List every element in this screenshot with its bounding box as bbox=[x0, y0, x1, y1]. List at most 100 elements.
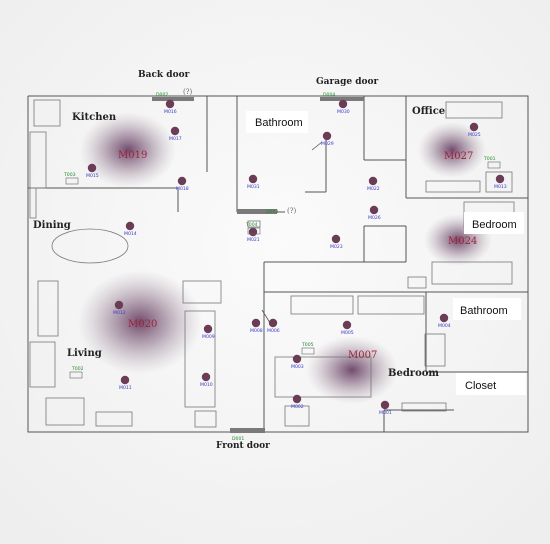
heat-label: M027 bbox=[444, 151, 473, 162]
living-couch bbox=[184, 310, 216, 408]
motion-sensor-label: M004 bbox=[438, 323, 451, 329]
motion-sensor-dot bbox=[248, 227, 258, 237]
office-cabinet bbox=[485, 171, 513, 193]
heat-blob-0 bbox=[80, 112, 176, 188]
bed-side-table bbox=[284, 405, 310, 427]
living-cabinet bbox=[45, 397, 85, 426]
motion-sensor-label: M016 bbox=[164, 109, 177, 115]
motion-sensor-label: M030 bbox=[337, 109, 350, 115]
motion-sensor-label: M011 bbox=[119, 385, 132, 391]
bedroom-nightstand bbox=[407, 276, 427, 289]
door-id-front: D001 bbox=[232, 436, 244, 442]
motion-sensor-dot bbox=[170, 126, 180, 136]
motion-sensor-label: M018 bbox=[176, 186, 189, 192]
heat-blob-4 bbox=[306, 336, 398, 404]
motion-sensor-label: M005 bbox=[341, 330, 354, 336]
motion-sensor-label: M010 bbox=[200, 382, 213, 388]
motion-sensor-dot bbox=[114, 300, 124, 310]
motion-sensor-dot bbox=[292, 354, 302, 364]
heat-label: M020 bbox=[128, 319, 157, 330]
motion-sensor-label: M012 bbox=[113, 310, 126, 316]
dining-side-unit bbox=[29, 187, 37, 219]
motion-sensor-dot bbox=[201, 372, 211, 382]
motion-sensor-label: M025 bbox=[468, 132, 481, 138]
garage-door-bar bbox=[320, 97, 364, 101]
motion-sensor-dot bbox=[125, 221, 135, 231]
motion-sensor-dot bbox=[165, 99, 175, 109]
tv-unit bbox=[182, 280, 222, 304]
motion-sensor-dot bbox=[368, 176, 378, 186]
kitchen-cabinet bbox=[29, 131, 47, 189]
motion-sensor-label: M006 bbox=[267, 328, 280, 334]
temperature-sensor-label: T001 bbox=[483, 156, 496, 162]
back-door-bar bbox=[152, 97, 194, 101]
heat-label: M019 bbox=[118, 150, 147, 161]
motion-sensor-label: M002 bbox=[291, 404, 304, 410]
motion-sensor-label: M014 bbox=[124, 231, 137, 237]
bath-door-bar bbox=[237, 209, 277, 214]
door-swing-m029 bbox=[311, 141, 323, 151]
temperature-sensor-label: T003 bbox=[63, 172, 76, 178]
motion-sensor-label: M001 bbox=[379, 410, 392, 416]
motion-sensor-dot bbox=[120, 375, 130, 385]
temperature-sensor-box bbox=[69, 371, 83, 379]
garage-door-label: Garage door bbox=[316, 77, 379, 87]
motion-sensor-dot bbox=[292, 394, 302, 404]
motion-sensor-label: M031 bbox=[247, 184, 260, 190]
activity-heat-layer bbox=[78, 112, 492, 404]
room-label-living: Living bbox=[67, 348, 102, 359]
motion-sensor-label: M017 bbox=[169, 136, 182, 142]
motion-sensor-dot bbox=[495, 174, 505, 184]
boxed-label-bathroom-right: Bathroom bbox=[453, 298, 521, 320]
temperature-sensor-box bbox=[301, 347, 315, 355]
motion-sensor-label: M009 bbox=[202, 334, 215, 340]
motion-sensor-label: M026 bbox=[368, 215, 381, 221]
office-shelf bbox=[425, 180, 481, 193]
boxed-label-bedroom-right: Bedroom bbox=[464, 212, 524, 234]
svg-text:Bathroom: Bathroom bbox=[255, 117, 303, 129]
motion-sensor-dot bbox=[268, 318, 278, 328]
bath2-tub bbox=[424, 333, 446, 367]
motion-sensor-dot bbox=[342, 320, 352, 330]
motion-sensor-dot bbox=[87, 163, 97, 173]
room-label-bedroom-main: Bedroom bbox=[388, 368, 439, 379]
motion-sensor-label: M008 bbox=[250, 328, 263, 334]
motion-sensor-label: M013 bbox=[494, 184, 507, 190]
bath-sink bbox=[247, 220, 261, 228]
temperature-sensor-label: T005 bbox=[301, 342, 314, 348]
bedroom-wardrobe bbox=[357, 295, 425, 315]
motion-sensor-label: M022 bbox=[367, 186, 380, 192]
motion-sensor-label: M029 bbox=[321, 141, 334, 147]
bedroom-bed bbox=[431, 261, 513, 285]
dining-table bbox=[51, 228, 129, 264]
room-label-dining: Dining bbox=[33, 220, 71, 231]
door-id-garage: D004 bbox=[323, 92, 335, 98]
heat-label: M007 bbox=[348, 350, 377, 361]
front-door-bar bbox=[230, 428, 265, 433]
front-door-label: Front door bbox=[216, 441, 270, 451]
door-id-back: D002 bbox=[156, 92, 168, 98]
motion-sensor-dot bbox=[439, 313, 449, 323]
boxed-label-closet: Closet bbox=[456, 373, 526, 395]
outer-wall bbox=[27, 95, 529, 433]
svg-text:Bedroom: Bedroom bbox=[472, 219, 517, 231]
heat-blob-1 bbox=[418, 122, 486, 178]
temperature-sensor-label: T002 bbox=[71, 366, 84, 372]
bedroom-dresser bbox=[290, 295, 354, 315]
motion-sensor-dot bbox=[338, 99, 348, 109]
motion-sensor-dot bbox=[469, 122, 479, 132]
motion-sensor-label: M003 bbox=[291, 364, 304, 370]
motion-sensor-dot bbox=[380, 400, 390, 410]
door-note-bath: (?) bbox=[287, 207, 296, 215]
back-door-label: Back door bbox=[138, 70, 190, 80]
motion-sensor-dot bbox=[248, 174, 258, 184]
temperature-sensor-box bbox=[65, 177, 79, 185]
office-desk bbox=[445, 101, 503, 119]
svg-text:Closet: Closet bbox=[465, 380, 496, 392]
temperature-sensor-box bbox=[247, 227, 261, 235]
